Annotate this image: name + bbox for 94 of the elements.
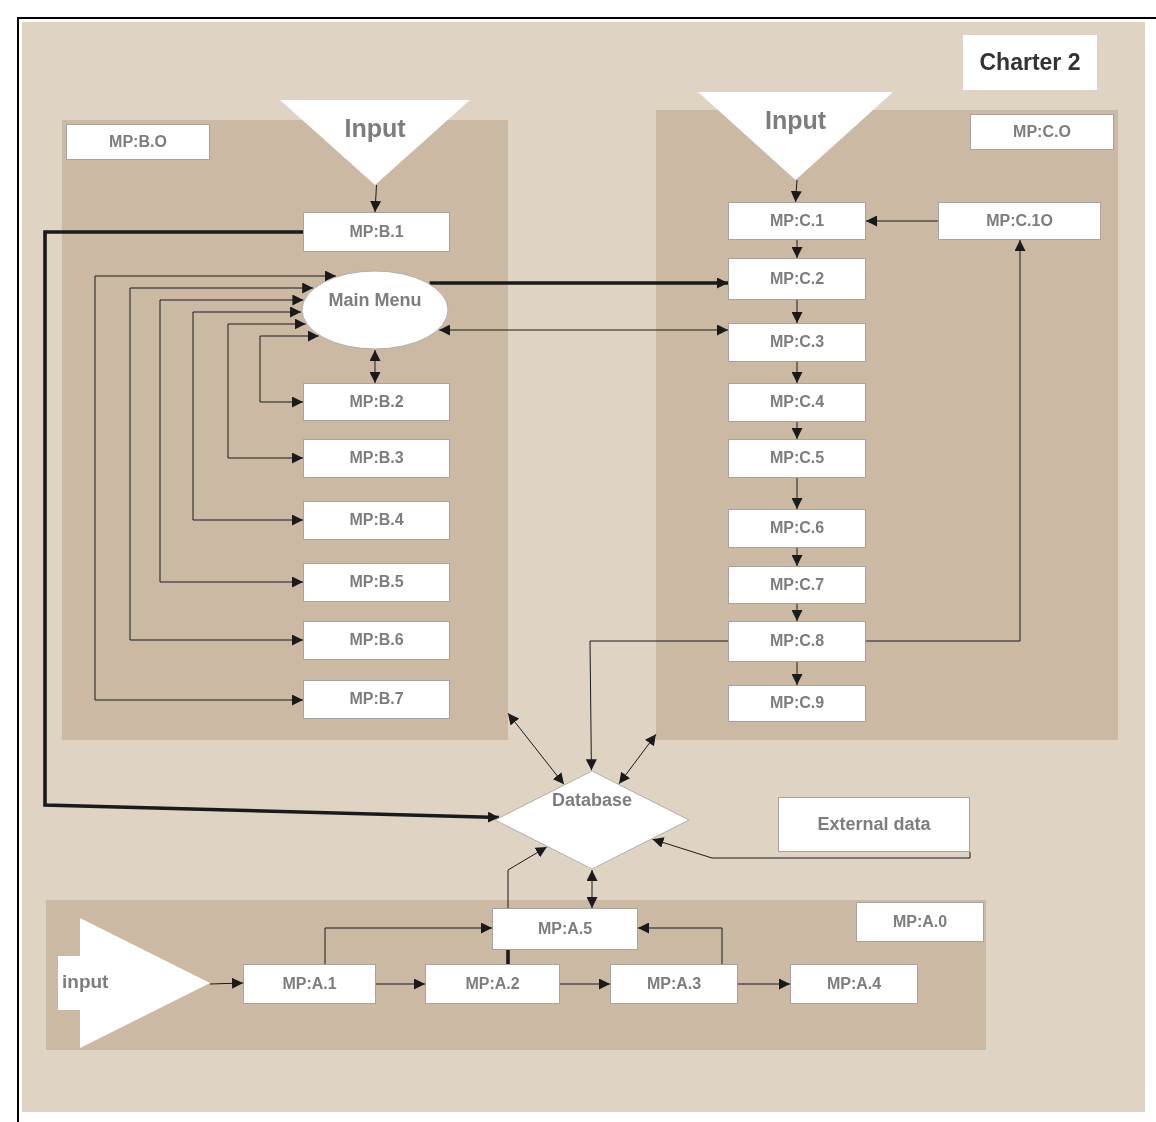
node-label: MP:C.5 <box>769 449 825 468</box>
process-box <box>492 908 638 950</box>
process-box <box>303 563 450 602</box>
arrow <box>259 330 320 408</box>
arrow <box>618 733 657 785</box>
arrow <box>586 869 598 909</box>
process-box <box>728 685 866 722</box>
arrow <box>370 184 382 213</box>
node-label: MP:B.3 <box>349 449 404 468</box>
connector-line <box>506 950 510 964</box>
process-box <box>728 621 866 662</box>
arrow <box>791 547 803 567</box>
process-box <box>728 439 866 478</box>
node-label: MP:A.4 <box>826 974 882 994</box>
process-box <box>610 964 738 1004</box>
arrow <box>159 294 304 588</box>
node-label: MP:A.0 <box>892 912 948 932</box>
arrow <box>192 306 304 526</box>
node-label: MP:C.4 <box>769 393 825 412</box>
arrow <box>637 922 723 965</box>
process-box <box>856 902 984 942</box>
node-label: MP:C.6 <box>769 519 825 538</box>
node-label: Database <box>551 790 632 811</box>
panel-background <box>46 900 986 1050</box>
process-box <box>728 258 866 300</box>
node-label: MP:A.2 <box>465 974 520 994</box>
process-box <box>243 964 376 1004</box>
arrow <box>791 299 803 324</box>
node-label: MP:A.1 <box>282 974 337 994</box>
diagram-title: Charter 2 <box>963 35 1097 90</box>
node-label: MP:C.1 <box>769 211 825 231</box>
input-label: input <box>62 971 109 993</box>
node-label: MP:C.7 <box>769 575 825 595</box>
process-box <box>303 680 450 719</box>
process-box <box>425 964 560 1004</box>
process-box <box>66 124 210 160</box>
arrow <box>429 277 728 289</box>
arrow <box>94 270 337 706</box>
arrow <box>791 603 803 622</box>
node-label: MP:B.5 <box>349 573 404 592</box>
arrow <box>791 239 803 259</box>
arrow <box>43 230 500 823</box>
node-label: External data <box>817 814 931 835</box>
arrow <box>507 712 565 785</box>
process-box <box>303 501 450 540</box>
panel-background <box>62 120 508 740</box>
arrow <box>324 922 493 965</box>
process-box <box>303 621 450 660</box>
process-box <box>790 964 918 1004</box>
arrow <box>227 318 307 464</box>
node-label: MP:B.O <box>109 132 167 152</box>
arrow <box>559 978 611 990</box>
arrow <box>209 977 244 989</box>
node-label: MP:B.1 <box>349 222 404 242</box>
arrow <box>865 239 1026 642</box>
arrow <box>791 477 803 510</box>
node-label: MP:C.3 <box>769 333 825 352</box>
node-label: MP:C.O <box>1013 122 1071 142</box>
arrow <box>507 846 548 909</box>
process-box <box>728 566 866 604</box>
node-label: MP:C.2 <box>769 269 825 289</box>
node-label: Main Menu <box>328 290 422 311</box>
arrow <box>651 837 971 859</box>
arrow <box>791 421 803 440</box>
process-box <box>970 114 1114 150</box>
panel-background <box>656 110 1118 740</box>
arrow <box>737 978 791 990</box>
process-box <box>728 383 866 422</box>
arrow <box>369 349 381 384</box>
process-box <box>303 383 450 421</box>
node-label: MP:C.1O <box>986 211 1053 231</box>
node-label: MP:A.3 <box>646 974 702 994</box>
arrow <box>865 215 939 227</box>
node-label: MP:B.2 <box>349 392 404 412</box>
process-box <box>303 439 450 478</box>
arrow <box>791 661 803 686</box>
node-label: MP:A.5 <box>537 919 593 939</box>
process-box <box>303 212 450 252</box>
process-box <box>778 797 970 852</box>
process-box <box>728 202 866 240</box>
arrow <box>585 640 729 771</box>
node-label: MP:C.9 <box>769 694 825 713</box>
arrow <box>790 179 802 203</box>
process-box <box>728 509 866 548</box>
process-box <box>728 323 866 362</box>
arrow <box>129 282 314 646</box>
node-label: MP:B.4 <box>349 511 404 530</box>
node-label: MP:B.6 <box>349 631 404 650</box>
node-label: MP:B.7 <box>349 690 404 709</box>
arrow <box>438 324 729 336</box>
node-label: MP:C.8 <box>769 632 825 651</box>
arrow <box>791 361 803 384</box>
process-box <box>938 202 1101 240</box>
arrow <box>375 978 426 990</box>
